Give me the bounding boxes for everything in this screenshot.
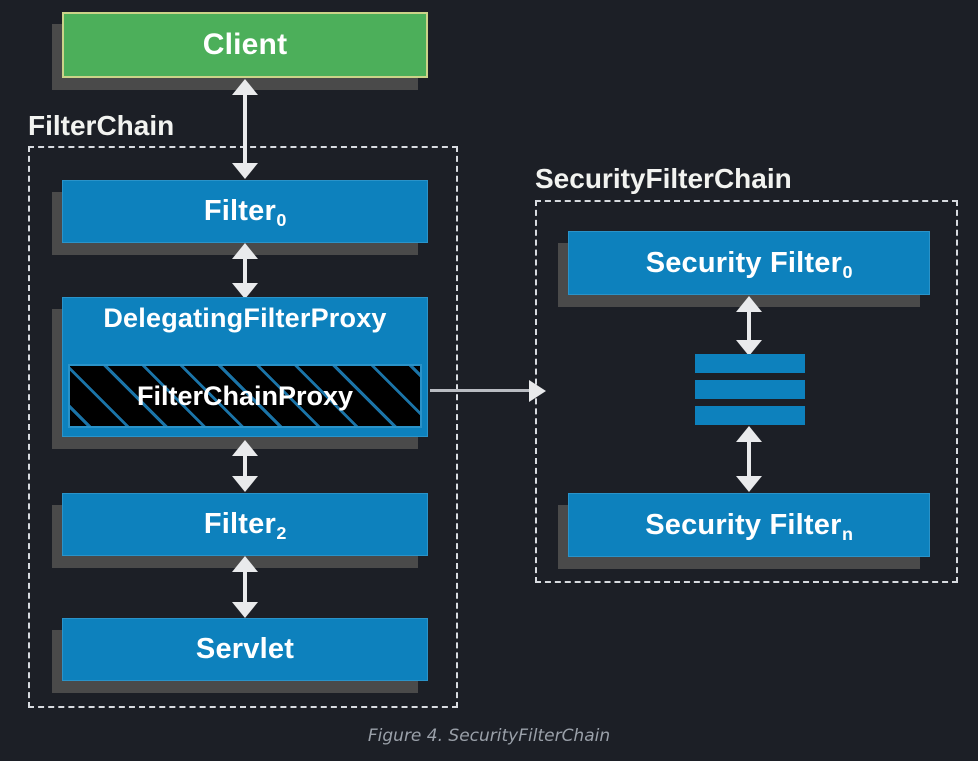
filter2-label: Filter2	[203, 508, 287, 544]
filterchainproxy-node[interactable]: FilterChainProxy	[68, 364, 422, 428]
filter0-node[interactable]: Filter0	[62, 180, 428, 243]
figure-caption: Figure 4. SecurityFilterChain	[367, 726, 611, 746]
arrow-delegatingfilterproxy-filter2	[243, 455, 247, 477]
security-filtern-label: Security Filtern	[645, 508, 854, 544]
security-filter0-label: Security Filter0	[645, 246, 853, 282]
servlet-label: Servlet	[195, 633, 295, 665]
arrow-filter0-delegatingfilterproxy	[243, 258, 247, 284]
securityfilterchain-group-label: SecurityFilterChain	[535, 163, 792, 194]
arrow-securityfilter0-ellipsis	[747, 311, 751, 341]
client-label: Client	[202, 28, 288, 61]
filter2-node[interactable]: Filter2	[62, 493, 428, 556]
filterchain-group-label: FilterChain	[28, 110, 175, 141]
arrow-filter2-servlet	[243, 571, 247, 603]
filter0-label: Filter0	[203, 195, 287, 231]
arrow-ellipsis-securityfiltern	[747, 441, 751, 477]
arrow-filterchainproxy-to-securityfilterchain	[430, 389, 530, 392]
servlet-node[interactable]: Servlet	[62, 618, 428, 681]
delegatingfilterproxy-label: DelegatingFilterProxy	[103, 303, 387, 333]
security-filter0-node[interactable]: Security Filter0	[568, 231, 930, 295]
ellipsis-bar-3	[695, 406, 805, 425]
ellipsis-bar-2	[695, 380, 805, 399]
arrow-client-filter0	[243, 94, 247, 164]
client-node[interactable]: Client	[62, 12, 428, 78]
security-filtern-node[interactable]: Security Filtern	[568, 493, 930, 557]
filterchainproxy-label: FilterChainProxy	[136, 380, 354, 411]
ellipsis-bar-1	[695, 354, 805, 373]
